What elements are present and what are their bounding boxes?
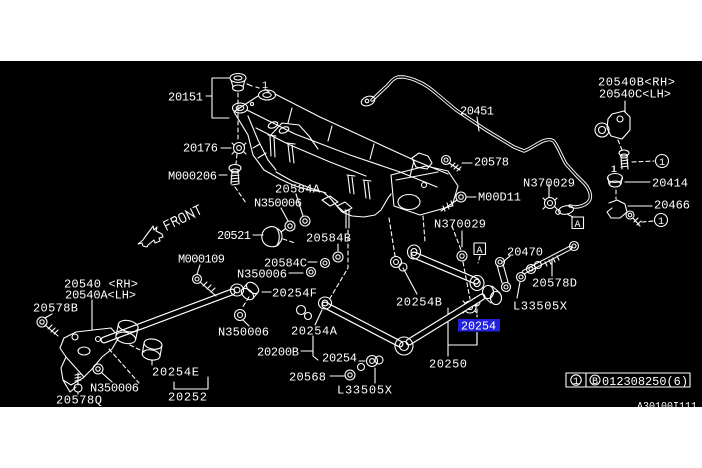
svg-text:N370029: N370029 xyxy=(434,218,486,232)
svg-text:20584B: 20584B xyxy=(306,232,351,246)
svg-text:A: A xyxy=(477,246,483,257)
svg-text:20578Q: 20578Q xyxy=(56,394,102,408)
svg-text:20254A: 20254A xyxy=(291,325,338,339)
svg-text:20414: 20414 xyxy=(652,177,688,191)
svg-text:N350006: N350006 xyxy=(218,326,269,340)
svg-text:N370029: N370029 xyxy=(523,177,575,191)
svg-text:20568: 20568 xyxy=(289,371,326,385)
svg-text:20540C<LH>: 20540C<LH> xyxy=(599,88,671,102)
svg-text:20578: 20578 xyxy=(474,156,509,170)
svg-text:20578B: 20578B xyxy=(33,302,78,316)
svg-text:20176: 20176 xyxy=(183,142,218,156)
svg-text:20254F: 20254F xyxy=(272,287,317,301)
svg-text:L33505X: L33505X xyxy=(513,300,567,314)
svg-text:20254B: 20254B xyxy=(396,296,442,310)
svg-text:M00D11: M00D11 xyxy=(478,191,521,205)
svg-text:20584C: 20584C xyxy=(264,257,307,271)
svg-text:012308250(6): 012308250(6) xyxy=(602,376,688,389)
svg-text:1: 1 xyxy=(611,165,617,176)
svg-text:20584A: 20584A xyxy=(275,183,321,197)
svg-text:1: 1 xyxy=(262,81,268,92)
svg-text:N350006: N350006 xyxy=(254,197,302,211)
svg-text:20466: 20466 xyxy=(654,199,690,213)
svg-text:20252: 20252 xyxy=(168,391,207,405)
svg-text:B: B xyxy=(592,377,598,388)
svg-text:20540B<RH>: 20540B<RH> xyxy=(598,76,675,90)
svg-text:N350006: N350006 xyxy=(237,268,287,282)
svg-text:20254E: 20254E xyxy=(152,366,199,380)
svg-text:1: 1 xyxy=(658,217,664,228)
svg-text:M000206: M000206 xyxy=(168,170,217,184)
svg-text:1: 1 xyxy=(573,377,579,388)
svg-text:20578D: 20578D xyxy=(532,277,577,291)
svg-text:N350006: N350006 xyxy=(90,382,139,396)
svg-text:20250: 20250 xyxy=(429,358,467,372)
svg-text:20254: 20254 xyxy=(461,320,496,334)
svg-text:L33505X: L33505X xyxy=(337,384,392,398)
svg-text:20540 <RH>: 20540 <RH> xyxy=(64,278,138,292)
svg-text:20151: 20151 xyxy=(168,91,203,105)
svg-text:20470: 20470 xyxy=(507,246,543,260)
svg-text:A: A xyxy=(575,220,581,231)
svg-text:20451: 20451 xyxy=(460,105,494,119)
svg-text:20254: 20254 xyxy=(322,352,357,366)
svg-text:M000109: M000109 xyxy=(178,253,225,267)
svg-text:20521: 20521 xyxy=(217,229,251,243)
svg-text:20200B: 20200B xyxy=(257,346,299,360)
svg-text:20540A<LH>: 20540A<LH> xyxy=(65,289,136,303)
svg-text:1: 1 xyxy=(659,158,665,169)
